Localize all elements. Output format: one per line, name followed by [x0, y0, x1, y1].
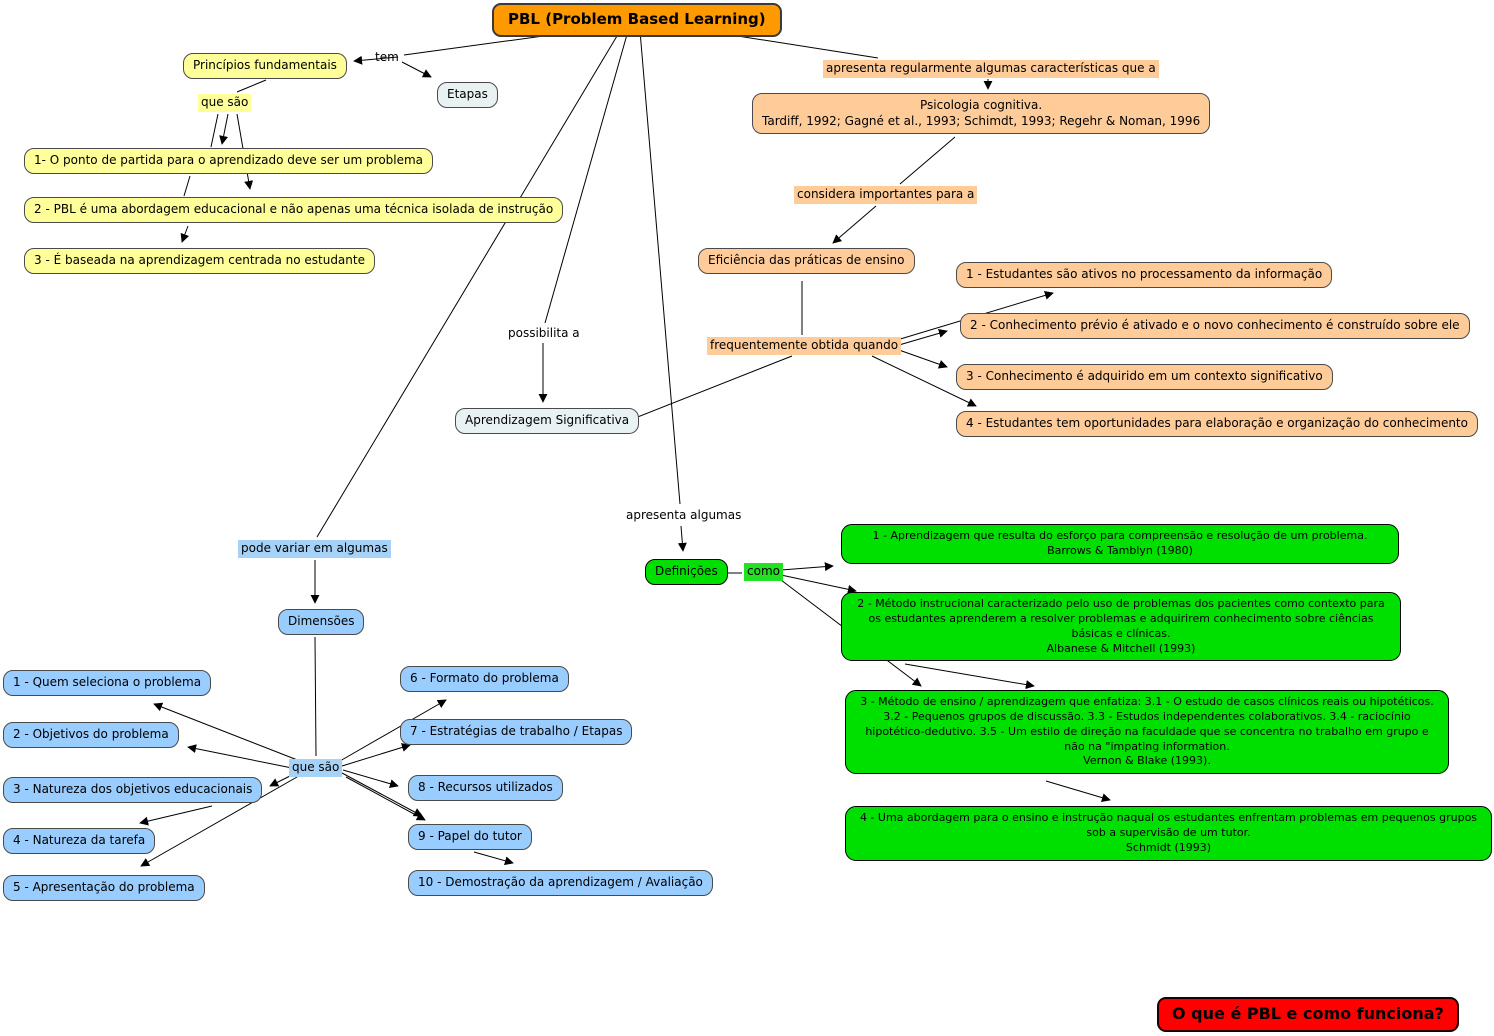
- definicao-1-source: Barrows & Tamblyn (1980): [1047, 543, 1193, 557]
- definicao-4-source: Schmidt (1993): [1125, 840, 1212, 854]
- node-definicao-1[interactable]: 1 - Aprendizagem que resulta do esforço …: [841, 524, 1399, 564]
- link-label-frequentemente-obtida[interactable]: frequentemente obtida quando: [707, 337, 902, 355]
- connector-line: [345, 776, 426, 821]
- node-dimensao-9[interactable]: 9 - Papel do tutor: [408, 824, 532, 850]
- node-psicologia-cognitiva[interactable]: Psicologia cognitiva. Tardiff, 1992; Gag…: [752, 93, 1211, 135]
- link-label-que-sao-dimensoes[interactable]: que são: [289, 759, 343, 777]
- node-caracteristica-1[interactable]: 1 - Estudantes são ativos no processamen…: [956, 262, 1333, 288]
- definicao-2-text: 2 - Método instrucional caracterizado pe…: [857, 597, 1385, 640]
- connector-line: [898, 349, 948, 369]
- node-definicao-4[interactable]: 4 - Uma abordagem para o ensino e instru…: [845, 806, 1492, 861]
- node-question-title[interactable]: O que é PBL e como funciona?: [1157, 997, 1459, 1032]
- connector-line: [339, 699, 447, 762]
- node-dimensao-5[interactable]: 5 - Apresentação do problema: [3, 875, 205, 901]
- node-principio-3[interactable]: 3 - É baseada na aprendizagem centrada n…: [24, 248, 375, 274]
- psicologia-title: Psicologia cognitiva.: [920, 98, 1043, 112]
- connector-line: [403, 33, 559, 56]
- connector-line: [183, 175, 191, 197]
- node-principios-fundamentais[interactable]: Princípios fundamentais: [183, 53, 347, 79]
- definicao-2-source: Albanese & Mitchell (1993): [1046, 641, 1196, 655]
- connector-line: [180, 225, 190, 243]
- connector-line: [342, 769, 399, 789]
- link-label-como[interactable]: como: [744, 563, 783, 581]
- link-label-possibilita[interactable]: possibilita a: [508, 326, 580, 340]
- node-principio-2[interactable]: 2 - PBL é uma abordagem educacional e nã…: [24, 197, 564, 223]
- connector-line: [219, 113, 229, 145]
- connector-line: [904, 663, 1035, 690]
- link-label-pode-variar[interactable]: pode variar em algumas: [238, 540, 391, 558]
- connector-line: [236, 79, 267, 93]
- definicao-4-text: 4 - Uma abordagem para o ensino e instru…: [859, 811, 1478, 839]
- node-pbl-title[interactable]: PBL (Problem Based Learning): [492, 3, 782, 37]
- definicao-3-text: 3 - Método de ensino / aprendizagem que …: [860, 695, 1434, 753]
- node-caracteristica-2[interactable]: 2 - Conhecimento prévio é ativado e o no…: [960, 313, 1470, 339]
- link-label-tem[interactable]: tem: [375, 50, 399, 64]
- node-etapas[interactable]: Etapas: [437, 82, 498, 108]
- psicologia-source: Tardiff, 1992; Gagné et al., 1993; Schim…: [762, 113, 1201, 128]
- connector-line: [832, 205, 877, 244]
- link-label-apresenta-algumas[interactable]: apresenta algumas: [626, 508, 742, 522]
- definicao-3-source: Vernon & Blake (1993).: [1083, 754, 1211, 768]
- connector-line: [187, 744, 293, 769]
- node-dimensao-1[interactable]: 1 - Quem seleciona o problema: [3, 670, 212, 696]
- node-caracteristica-4[interactable]: 4 - Estudantes tem oportunidades para el…: [956, 411, 1478, 437]
- node-principio-1[interactable]: 1- O ponto de partida para o aprendizado…: [24, 148, 434, 174]
- node-dimensoes[interactable]: Dimensões: [278, 609, 365, 635]
- definicao-1-text: 1 - Aprendizagem que resulta do esforço …: [872, 529, 1368, 542]
- connector-line: [780, 562, 834, 572]
- node-dimensao-10[interactable]: 10 - Demostração da aprendizagem / Avali…: [408, 870, 713, 896]
- connector-line: [341, 772, 423, 817]
- node-definicao-3[interactable]: 3 - Método de ensino / aprendizagem que …: [845, 690, 1449, 775]
- node-dimensao-6[interactable]: 6 - Formato do problema: [400, 666, 569, 692]
- connector-line: [210, 113, 219, 148]
- connector-line: [341, 743, 411, 767]
- node-dimensao-2[interactable]: 2 - Objetivos do problema: [3, 722, 179, 748]
- link-label-considera-importantes[interactable]: considera importantes para a: [794, 186, 978, 204]
- node-dimensao-7[interactable]: 7 - Estratégias de trabalho / Etapas: [400, 719, 633, 745]
- node-eficiencia-praticas[interactable]: Eficiência das práticas de ensino: [698, 248, 915, 274]
- connector-line: [1045, 780, 1111, 803]
- link-label-apresenta-regularmente[interactable]: apresenta regularmente algumas caracterí…: [823, 60, 1159, 78]
- node-dimensao-3[interactable]: 3 - Natureza dos objetivos educacionais: [3, 777, 263, 803]
- node-aprendizagem-significativa[interactable]: Aprendizagem Significativa: [455, 408, 640, 434]
- connector-line: [139, 805, 213, 826]
- connector-line: [780, 574, 857, 594]
- connector-line: [899, 136, 956, 185]
- connector-line: [473, 851, 514, 866]
- connector-line: [639, 30, 681, 505]
- node-definicao-2[interactable]: 2 - Método instrucional caracterizado pe…: [841, 592, 1401, 662]
- connector-line: [140, 776, 298, 867]
- connector-line: [316, 30, 621, 538]
- connector-line: [314, 636, 317, 757]
- node-dimensao-4[interactable]: 4 - Natureza da tarefa: [3, 828, 156, 854]
- connector-line: [898, 328, 948, 346]
- connector-line: [871, 355, 977, 407]
- connector-line: [634, 355, 793, 419]
- node-caracteristica-3[interactable]: 3 - Conhecimento é adquirido em um conte…: [956, 364, 1333, 390]
- connector-line: [677, 525, 687, 552]
- connector-line: [401, 61, 432, 78]
- node-definicoes[interactable]: Definições: [645, 559, 728, 585]
- connector-line: [153, 702, 301, 762]
- link-label-que-sao-principios[interactable]: que são: [198, 94, 252, 112]
- connector-line: [544, 30, 629, 324]
- connector-line: [353, 55, 399, 65]
- node-dimensao-8[interactable]: 8 - Recursos utilizados: [408, 775, 563, 801]
